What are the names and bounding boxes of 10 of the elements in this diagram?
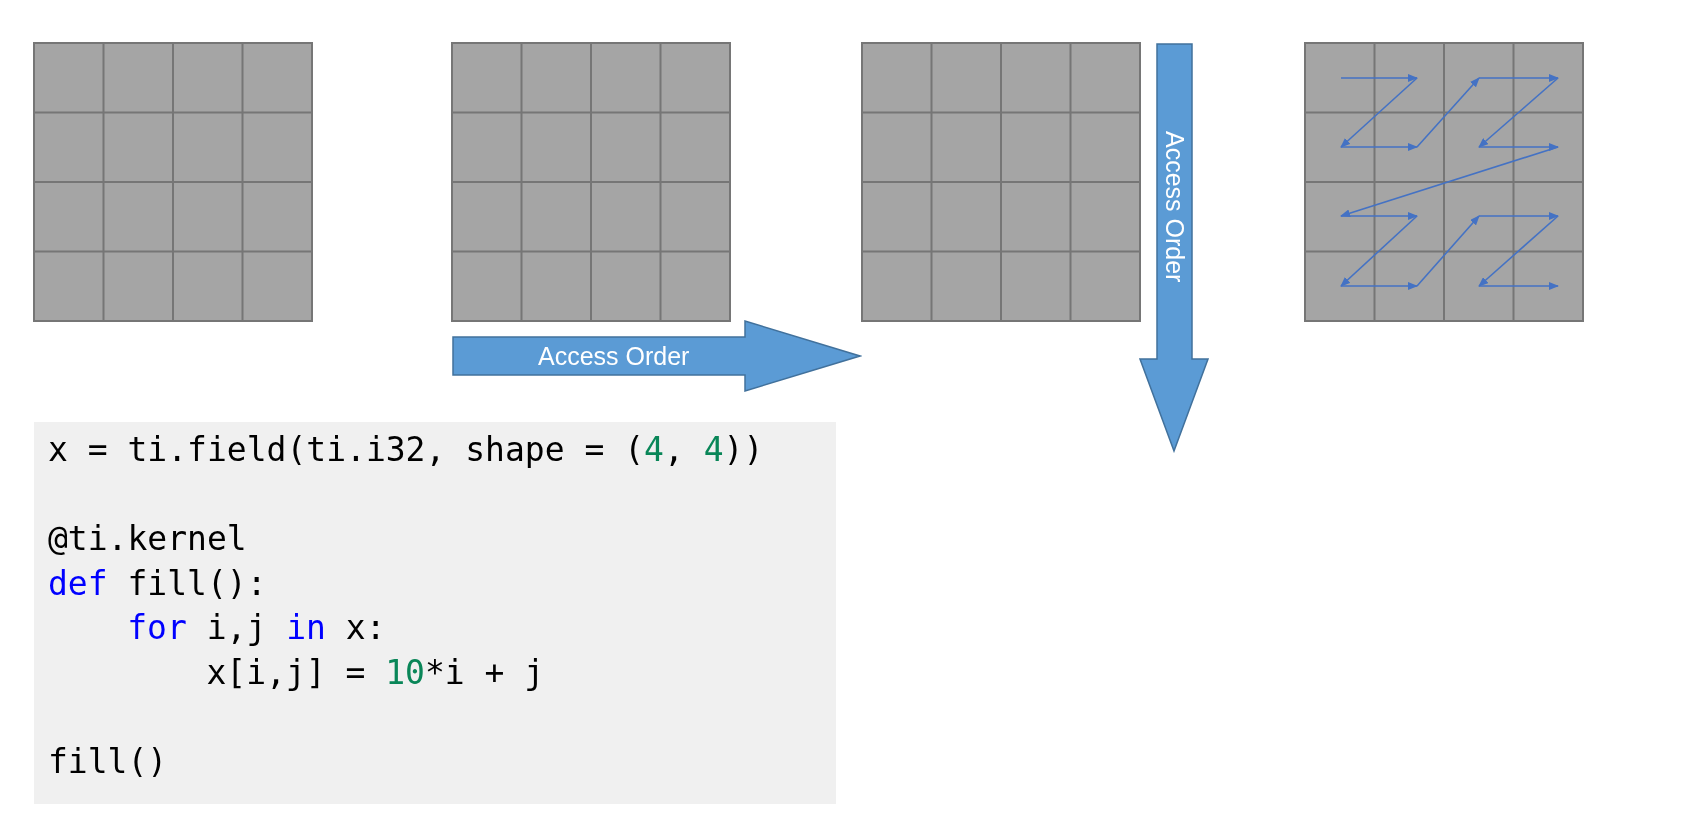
block-arrow — [1139, 43, 1209, 453]
code-line: x = ti.field(ti.i32, shape = (4, 4)) — [48, 430, 764, 470]
code-line: @ti.kernel — [48, 519, 247, 559]
arrow-label: Access Order — [1160, 131, 1189, 283]
code-line: x[i,j] = 10*i + j — [205, 652, 545, 693]
arrow-label: Access Order — [538, 342, 690, 371]
block-arrow — [452, 320, 862, 392]
code-line: for i,j in x: — [126, 608, 386, 648]
code-line: def fill(): — [48, 563, 267, 604]
code-line: fill() — [48, 741, 168, 782]
